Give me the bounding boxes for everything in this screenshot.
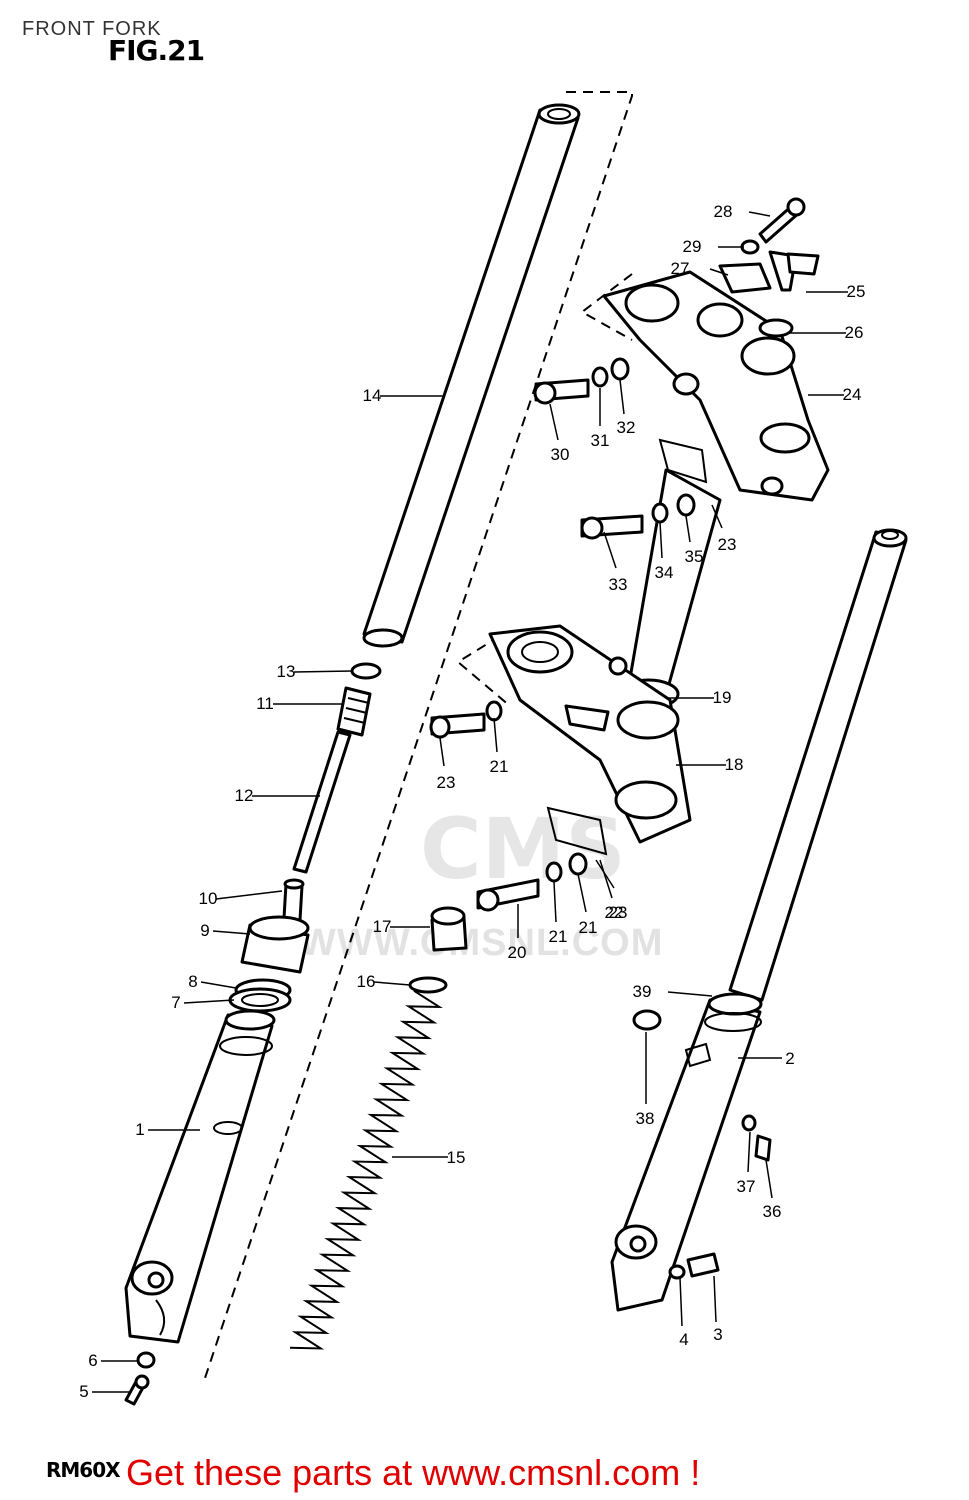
outer-tube-14 [204, 91, 633, 1379]
leader-line-37 [747, 1131, 751, 1173]
callout-33: 33 [609, 575, 628, 594]
callout-1: 1 [135, 1120, 144, 1139]
callout-38: 38 [636, 1109, 655, 1128]
leader-line-23 [595, 859, 615, 889]
callout-2: 2 [785, 1049, 794, 1068]
callout-4: 4 [679, 1330, 688, 1349]
callout-25: 25 [847, 282, 866, 301]
leader-line-32 [619, 379, 625, 415]
callout-32: 32 [617, 418, 636, 437]
callout-7: 7 [171, 993, 180, 1012]
callout-21: 21 [579, 918, 598, 937]
callout-26: 26 [845, 323, 864, 342]
leader-line-21 [577, 873, 587, 913]
callout-39: 39 [633, 982, 652, 1001]
callout-15: 15 [447, 1148, 466, 1167]
leader-line-21 [493, 717, 498, 753]
leader-line-3 [713, 1275, 717, 1323]
callout-8: 8 [188, 972, 197, 991]
callout-16: 16 [357, 972, 376, 991]
callout-23: 23 [718, 535, 737, 554]
leader-line-23 [711, 504, 723, 529]
leader-line-36 [765, 1159, 773, 1199]
leader-line-39 [667, 991, 713, 997]
callout-14: 14 [363, 386, 382, 405]
callout-19: 19 [713, 688, 732, 707]
model-code: RM60X [46, 1458, 121, 1482]
bolt-17 [430, 906, 468, 952]
callout-21: 21 [549, 927, 568, 946]
callout-22: 22 [605, 903, 624, 922]
callout-12: 12 [235, 786, 254, 805]
callout-35: 35 [685, 547, 704, 566]
callout-labels: 1234567891011121314151617181920212121222… [79, 202, 865, 1401]
leader-line-34 [659, 521, 663, 559]
callout-3: 3 [713, 1325, 722, 1344]
leader-line-8 [200, 981, 237, 989]
leader-line-4 [679, 1277, 683, 1327]
callout-11: 11 [256, 694, 274, 713]
leader-line-10 [215, 890, 283, 900]
callout-34: 34 [655, 563, 674, 582]
callout-9: 9 [200, 921, 209, 940]
stem-19 [616, 468, 722, 710]
callout-6: 6 [88, 1351, 97, 1370]
callout-27: 27 [671, 259, 690, 278]
leader-line-13 [293, 670, 353, 673]
callout-13: 13 [277, 662, 296, 681]
callout-23: 23 [609, 903, 628, 922]
callout-36: 36 [763, 1202, 782, 1221]
leader-line-16 [373, 981, 411, 986]
leader-line-21 [553, 881, 557, 923]
watermark-text: WWW.CMSNL.COM [300, 922, 664, 964]
callout-21: 21 [490, 757, 509, 776]
damper-assembly [228, 662, 382, 1013]
callout-37: 37 [737, 1177, 756, 1196]
promo-link[interactable]: Get these parts at www.cmsnl.com ! [126, 1452, 701, 1493]
leader-line-28 [748, 211, 771, 217]
upper-bracket-25 [533, 197, 830, 502]
callout-28: 28 [714, 202, 733, 221]
callout-20: 20 [508, 943, 527, 962]
callout-31: 31 [591, 431, 610, 450]
leader-line-35 [685, 515, 691, 543]
callout-29: 29 [683, 237, 702, 256]
callout-leaders [92, 211, 848, 1393]
misc-fasteners [124, 493, 696, 1406]
callout-23: 23 [437, 773, 456, 792]
leader-line-22 [599, 859, 613, 899]
leader-line-9 [212, 930, 251, 935]
callout-30: 30 [551, 445, 570, 464]
figure-title: FIG.21 [108, 34, 205, 67]
spring-15 [289, 976, 448, 1350]
leader-line-33 [603, 531, 617, 569]
page-title: FRONT FORK [22, 18, 162, 40]
lower-bracket-18 [429, 624, 692, 912]
callout-5: 5 [79, 1382, 88, 1401]
leader-line-7 [183, 999, 235, 1004]
leader-line-27 [709, 268, 729, 276]
callout-10: 10 [199, 889, 218, 908]
callout-17: 17 [373, 917, 392, 936]
callout-18: 18 [725, 755, 744, 774]
leader-line-30 [549, 403, 559, 441]
leader-line-23 [439, 737, 445, 767]
left-lower-leg-1 [124, 1009, 276, 1344]
callout-24: 24 [843, 385, 862, 404]
right-fork-assembly-2 [610, 528, 908, 1312]
